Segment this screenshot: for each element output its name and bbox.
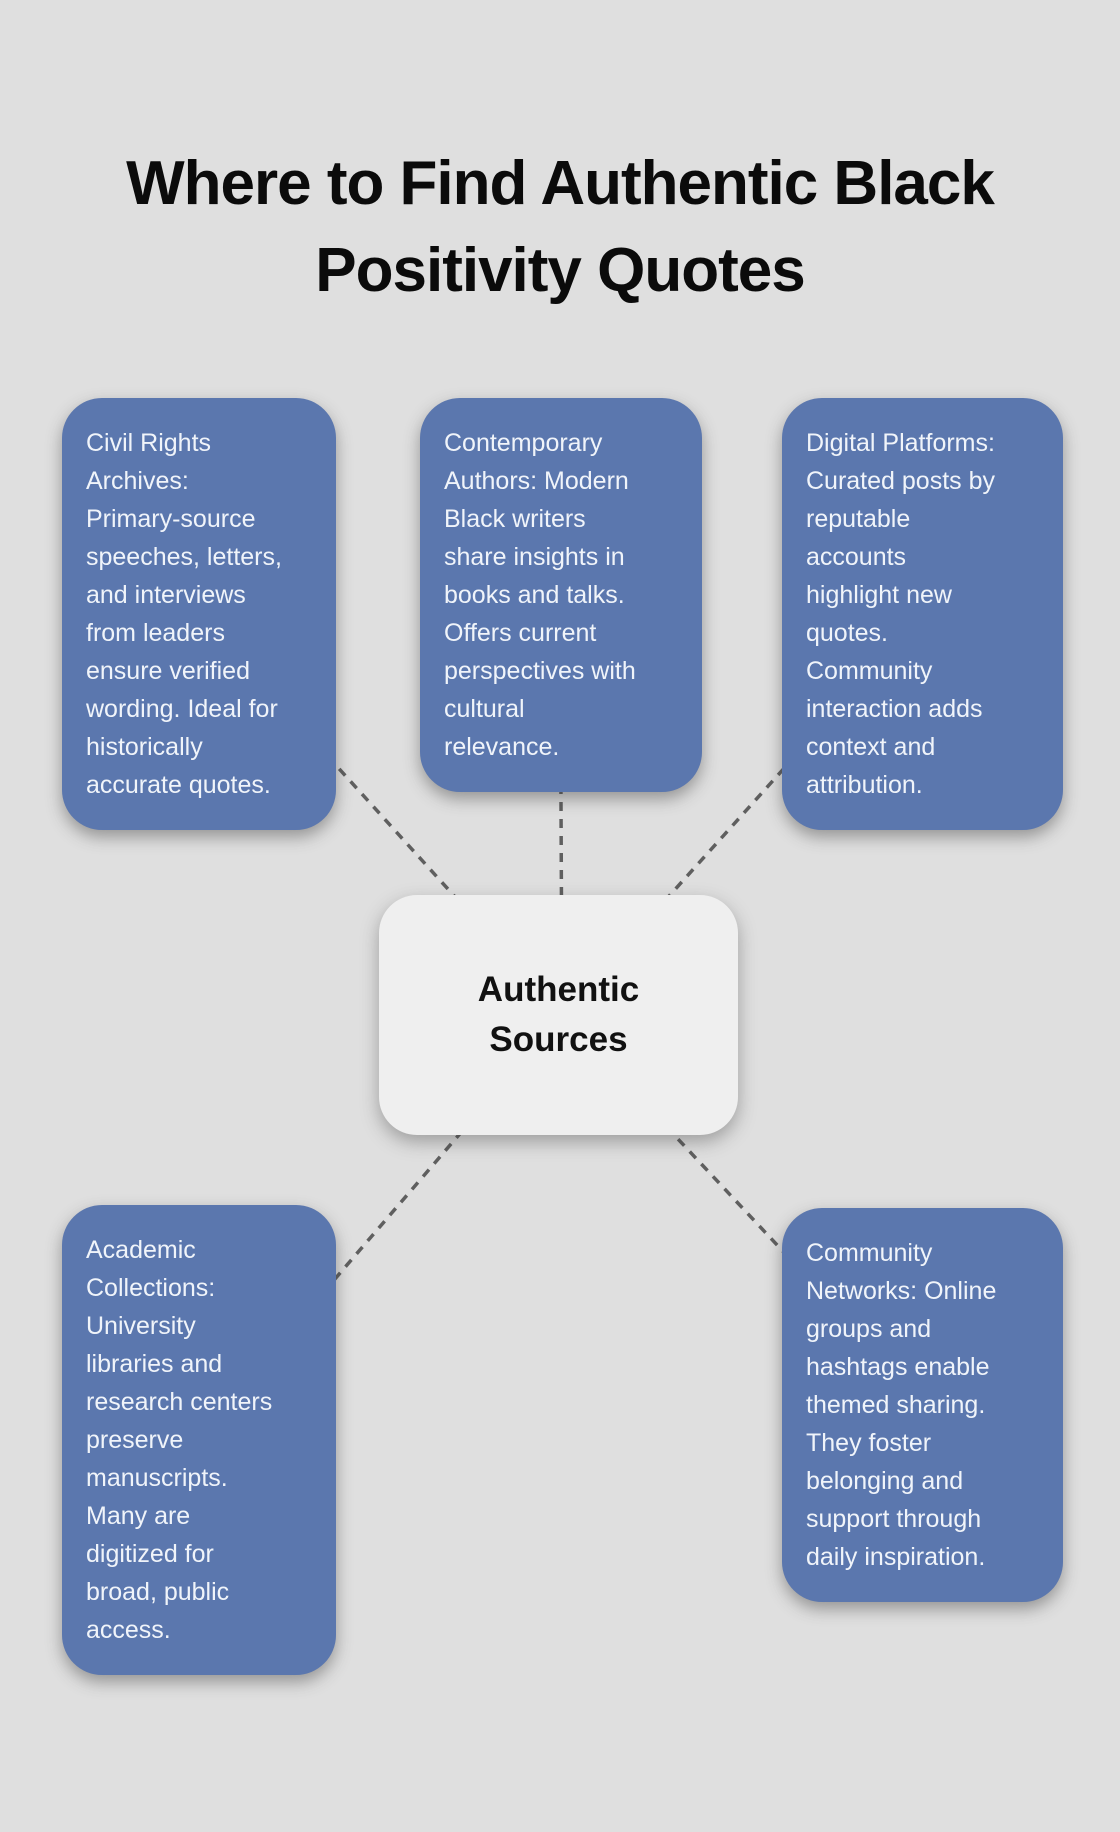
node-contemporary-authors-text: Contemporary Authors: Modern Black write… bbox=[444, 429, 636, 761]
node-contemporary-authors: Contemporary Authors: Modern Black write… bbox=[420, 398, 702, 792]
node-digital-platforms: Digital Platforms: Curated posts by repu… bbox=[782, 398, 1063, 830]
node-academic-collections-text: Academic Collections: University librari… bbox=[86, 1236, 273, 1644]
page-title: Where to Find Authentic Black Positivity… bbox=[126, 148, 995, 305]
node-digital-platforms-text: Digital Platforms: Curated posts by repu… bbox=[806, 429, 995, 799]
node-civil-rights-archives: Civil Rights Archives: Primary-source sp… bbox=[62, 398, 336, 830]
node-civil-rights-archives-text: Civil Rights Archives: Primary-source sp… bbox=[86, 429, 282, 799]
node-academic-collections: Academic Collections: University librari… bbox=[62, 1205, 336, 1675]
node-authentic-sources-label: Authentic Sources bbox=[477, 970, 640, 1059]
node-community-networks-text: Community Networks: Online groups and ha… bbox=[806, 1239, 997, 1571]
node-authentic-sources: Authentic Sources bbox=[379, 895, 738, 1135]
node-community-networks: Community Networks: Online groups and ha… bbox=[782, 1208, 1063, 1602]
